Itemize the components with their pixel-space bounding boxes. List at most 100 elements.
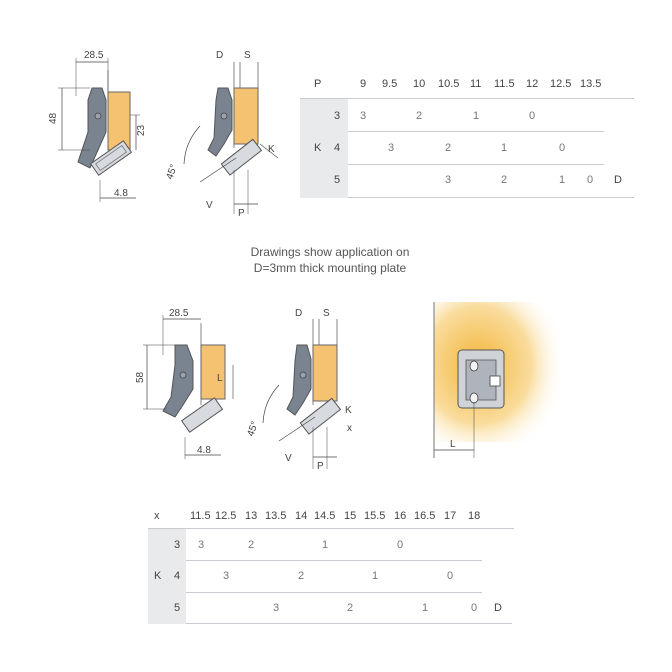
table-cell: 3 bbox=[198, 539, 205, 551]
table-cell: 1 bbox=[422, 602, 429, 614]
row-rule bbox=[348, 164, 604, 165]
column-header: 11.5 bbox=[494, 78, 515, 90]
mounting-plate bbox=[299, 397, 342, 435]
hinge-diagram-top-left: 28.5 48 23 4.8 bbox=[48, 50, 147, 202]
row-axis-label: K bbox=[154, 570, 162, 582]
dimension-bottom: 4.8 bbox=[197, 445, 211, 456]
column-header: 9.5 bbox=[382, 78, 398, 90]
door-panel bbox=[108, 92, 130, 150]
column-header: 16 bbox=[394, 510, 407, 522]
k-table-bottom: x 11.5 12.5 13 13.5 14 14.5 15 15.5 16 1… bbox=[148, 506, 514, 624]
drawing-note: Drawings show application on D=3mm thick… bbox=[190, 244, 470, 276]
column-header: 13.5 bbox=[580, 78, 602, 90]
l-label: L bbox=[217, 373, 223, 384]
table-cell: 3 bbox=[445, 174, 452, 186]
table-cell: 1 bbox=[501, 142, 508, 154]
k-table-top: P 9 9.5 10 10.5 11 11.5 12 12.5 13.5 K 3… bbox=[300, 74, 634, 198]
column-header: 13.5 bbox=[265, 510, 287, 522]
dimension-bottom: 4.8 bbox=[114, 188, 128, 199]
hinge-arm bbox=[162, 344, 194, 418]
header-rule bbox=[148, 528, 514, 529]
hinge-diagram-bottom-left: 28.5 58 L 4.8 bbox=[135, 308, 234, 459]
row-k-value: 5 bbox=[334, 174, 341, 186]
mounting-plate bbox=[180, 397, 224, 433]
table-cell: 3 bbox=[223, 570, 230, 582]
v-label: V bbox=[285, 453, 292, 464]
dimension-width: 28.5 bbox=[84, 50, 104, 61]
column-header: 10.5 bbox=[438, 78, 460, 90]
row-k-value: 5 bbox=[174, 602, 181, 614]
dimension-width: 28.5 bbox=[169, 308, 189, 319]
row-rule bbox=[186, 623, 512, 624]
hinge-arm bbox=[286, 344, 312, 416]
door-panel bbox=[312, 344, 338, 402]
column-header: 10 bbox=[413, 78, 426, 90]
row-k-value: 4 bbox=[334, 142, 341, 154]
row-rule bbox=[186, 592, 482, 593]
row-k-value: 3 bbox=[334, 110, 341, 122]
hinge-diagram-bottom-right: 45° V P D S K x bbox=[245, 308, 352, 472]
table-cell: 2 bbox=[416, 110, 423, 122]
d-label: D bbox=[295, 308, 302, 319]
row-rule bbox=[348, 131, 604, 132]
column-header: 17 bbox=[444, 510, 457, 522]
end-label: D bbox=[614, 174, 622, 186]
table-cell: 3 bbox=[388, 142, 395, 154]
table-cell: 0 bbox=[529, 110, 536, 122]
column-header: 12.5 bbox=[550, 78, 572, 90]
table-cell: 0 bbox=[587, 174, 594, 186]
l-label: L bbox=[450, 439, 456, 450]
column-header: 13 bbox=[245, 510, 258, 522]
hinge-arm bbox=[207, 87, 233, 157]
column-header: 15 bbox=[344, 510, 357, 522]
table-cell: 3 bbox=[273, 602, 280, 614]
table-cell: 0 bbox=[471, 602, 478, 614]
column-header: 11.5 bbox=[190, 510, 211, 522]
s-label: S bbox=[323, 308, 330, 319]
table-cell: 1 bbox=[372, 570, 379, 582]
dimension-height: 58 bbox=[135, 371, 146, 383]
v-label: V bbox=[206, 200, 213, 211]
header-rule bbox=[300, 98, 634, 99]
k-label: K bbox=[345, 405, 352, 416]
k-label: K bbox=[268, 144, 275, 155]
p-label: P bbox=[317, 461, 324, 472]
table-cell: 2 bbox=[248, 539, 255, 551]
column-header: 18 bbox=[468, 510, 481, 522]
row-rule bbox=[186, 560, 482, 561]
note-line-1: Drawings show application on bbox=[250, 245, 410, 259]
corner-label: x bbox=[154, 510, 160, 522]
column-header: 12 bbox=[526, 78, 539, 90]
table-cell: 1 bbox=[322, 539, 329, 551]
mounting-plate bbox=[220, 138, 263, 176]
table-cell: 1 bbox=[473, 110, 480, 122]
door-panel bbox=[234, 88, 258, 144]
column-header: 9 bbox=[360, 78, 367, 90]
table-cell: 2 bbox=[445, 142, 452, 154]
column-header: 16.5 bbox=[414, 510, 436, 522]
x-label: x bbox=[347, 423, 352, 434]
corner-label: P bbox=[314, 78, 322, 90]
d-label: D bbox=[216, 50, 223, 61]
p-label: P bbox=[238, 208, 245, 219]
mounting-plate-illustration: L bbox=[433, 302, 560, 458]
angle-label: 45° bbox=[164, 163, 180, 181]
dimension-height: 48 bbox=[48, 112, 59, 124]
table-cell: 2 bbox=[501, 174, 508, 186]
table-cell: 2 bbox=[347, 602, 354, 614]
dimension-inner: 23 bbox=[136, 124, 147, 136]
row-k-value: 4 bbox=[174, 570, 181, 582]
column-header: 14 bbox=[295, 510, 308, 522]
column-header: 15.5 bbox=[364, 510, 386, 522]
table-cell: 0 bbox=[559, 142, 566, 154]
k-column-shade bbox=[300, 98, 348, 198]
table-cell: 1 bbox=[559, 174, 566, 186]
s-label: S bbox=[244, 50, 251, 61]
row-k-value: 3 bbox=[174, 539, 181, 551]
end-label: D bbox=[494, 602, 502, 614]
k-column-shade bbox=[148, 528, 186, 624]
note-line-2: D=3mm thick mounting plate bbox=[253, 261, 407, 275]
mounting-plate bbox=[89, 140, 133, 176]
column-header: 14.5 bbox=[314, 510, 336, 522]
table-cell: 3 bbox=[360, 110, 367, 122]
